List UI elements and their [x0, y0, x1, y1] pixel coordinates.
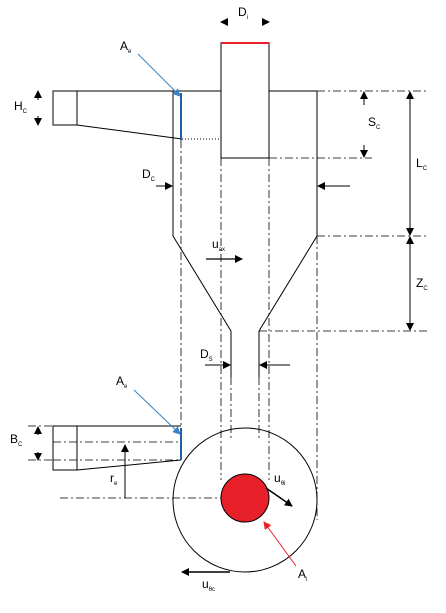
svg-text:BC: BC	[10, 432, 23, 448]
plan-body-circle	[172, 427, 318, 573]
dim-sc: SC	[360, 91, 381, 158]
svg-text:re: re	[110, 471, 118, 487]
label-ae-plan: Ae	[116, 374, 181, 435]
svg-text:Ae: Ae	[116, 374, 128, 390]
svg-text:DS: DS	[200, 347, 213, 363]
dim-ds: DS	[200, 347, 290, 369]
svg-text:uθc: uθc	[202, 577, 215, 593]
dim-di: Di	[220, 5, 270, 26]
svg-text:DC: DC	[142, 167, 156, 183]
cyclone-body	[172, 90, 318, 377]
tangential-velocity: uθi	[265, 471, 293, 507]
label-ae-top: Ae	[120, 39, 181, 97]
svg-text:uθi: uθi	[274, 471, 285, 487]
dim-zc: ZC	[406, 236, 428, 331]
axial-velocity: uax	[206, 237, 243, 263]
svg-text:Ai: Ai	[298, 567, 307, 583]
plan-inner-core	[220, 473, 270, 523]
svg-text:ZC: ZC	[416, 276, 428, 292]
dim-dc: DC	[142, 167, 350, 190]
svg-text:HC: HC	[14, 99, 28, 115]
dim-re: re	[110, 444, 129, 498]
inlet-duct	[52, 90, 183, 140]
svg-text:LC: LC	[416, 156, 428, 172]
svg-text:uax: uax	[212, 237, 225, 253]
construction-lines	[180, 140, 318, 520]
label-ai: Ai	[263, 521, 307, 583]
dim-bc: BC	[10, 426, 42, 461]
wall-velocity: uθc	[181, 568, 230, 593]
plan-inlet-duct	[52, 425, 182, 471]
dim-lc: LC	[406, 91, 428, 236]
label-di: Di	[238, 5, 248, 21]
dim-hc: HC	[14, 90, 42, 126]
vortex-finder	[220, 42, 270, 159]
svg-text:SC: SC	[368, 115, 381, 131]
svg-text:Ae: Ae	[120, 39, 132, 55]
